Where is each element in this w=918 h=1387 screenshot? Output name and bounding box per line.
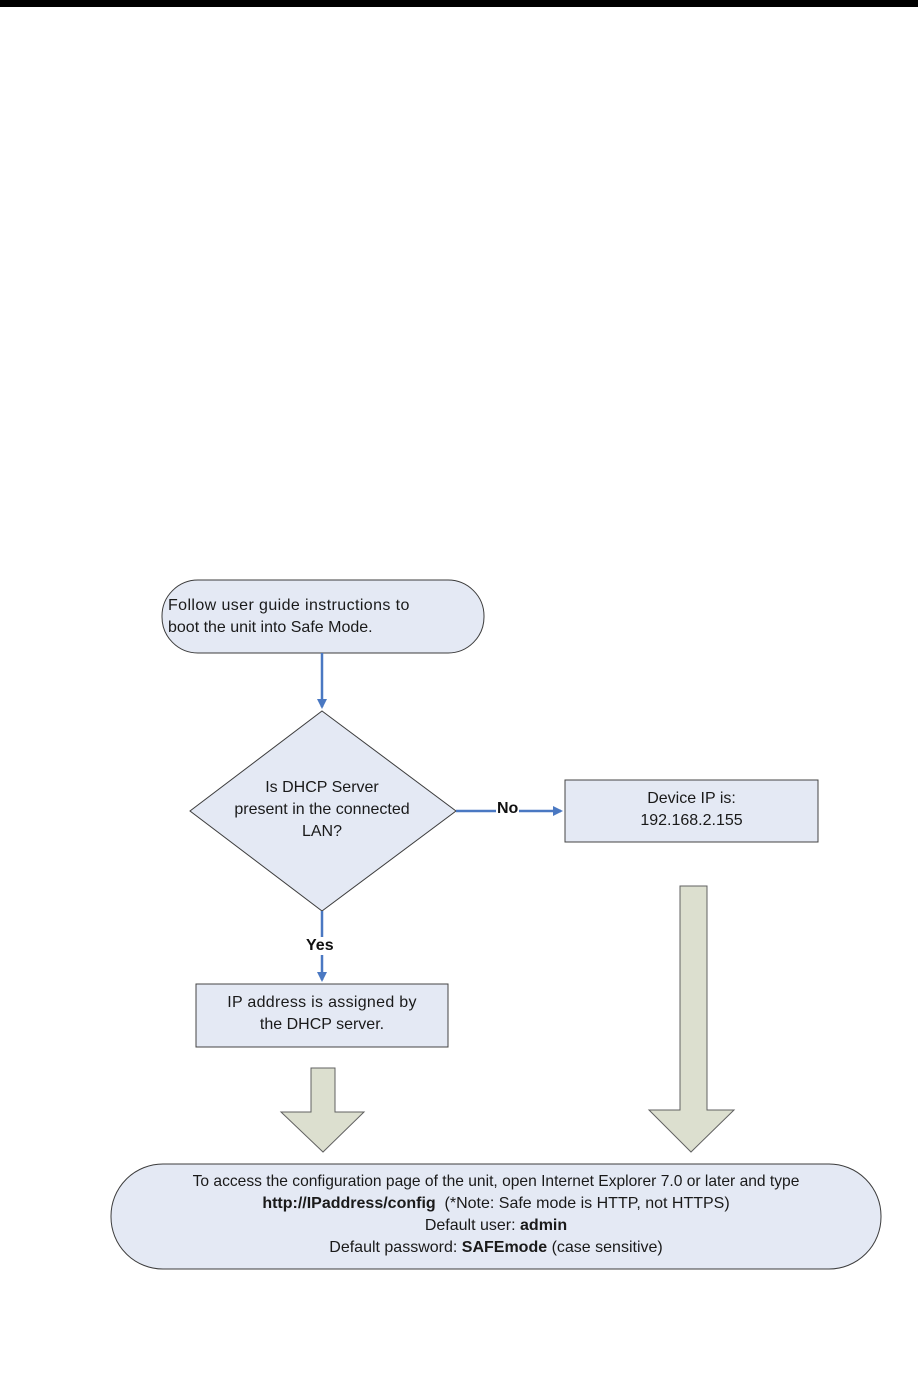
block-arrow-right (647, 885, 736, 1153)
safe-mode-note: (*Note: Safe mode is HTTP, not HTTPS) (444, 1195, 730, 1212)
yes-branch-line-2: the DHCP server. (259, 1016, 385, 1033)
no-branch-line-2: 192.168.2.155 (640, 812, 743, 829)
decision-line-1: Is DHCP Server (265, 779, 379, 796)
edge-label-yes: Yes (305, 937, 335, 955)
no-branch-line-1: Device IP is: (647, 790, 736, 807)
config-url: http://IPaddress/config (262, 1195, 436, 1212)
default-user-label: Default user: (424, 1217, 516, 1234)
no-branch-text: Device IP is: 192.168.2.155 (565, 788, 818, 832)
default-password-label: Default password: (329, 1239, 458, 1256)
block-arrow-left (279, 1067, 366, 1153)
yes-branch-text: IP address is assigned by the DHCP serve… (196, 992, 448, 1036)
edge-label-no: No (496, 800, 520, 818)
final-node (110, 1163, 882, 1270)
start-line-2: boot the unit into Safe Mode. (168, 619, 373, 636)
final-line-3: Default user: admin (118, 1215, 874, 1237)
final-line-1: To access the configuration page of the … (192, 1173, 800, 1190)
final-line-4: Default password: SAFEmode (case sensiti… (118, 1237, 874, 1259)
default-password-value: SAFEmode (461, 1239, 548, 1256)
decision-line-2: present in the connected (234, 801, 410, 818)
no-branch-node (564, 779, 819, 843)
decision-line-3: LAN? (301, 823, 343, 840)
yes-branch-line-1: IP address is assigned by (227, 994, 417, 1011)
start-node-text: Follow user guide instructions to boot t… (168, 595, 468, 639)
final-node-text: To access the configuration page of the … (118, 1171, 874, 1259)
page-top-rule (0, 0, 918, 7)
yes-branch-node (195, 983, 449, 1048)
final-line-2: http://IPaddress/config (*Note: Safe mod… (118, 1193, 874, 1215)
default-user-value: admin (520, 1217, 568, 1234)
start-line-1: Follow user guide instructions to (168, 597, 410, 614)
decision-node-text: Is DHCP Server present in the connected … (202, 777, 442, 843)
password-case-note: (case sensitive) (551, 1239, 663, 1256)
